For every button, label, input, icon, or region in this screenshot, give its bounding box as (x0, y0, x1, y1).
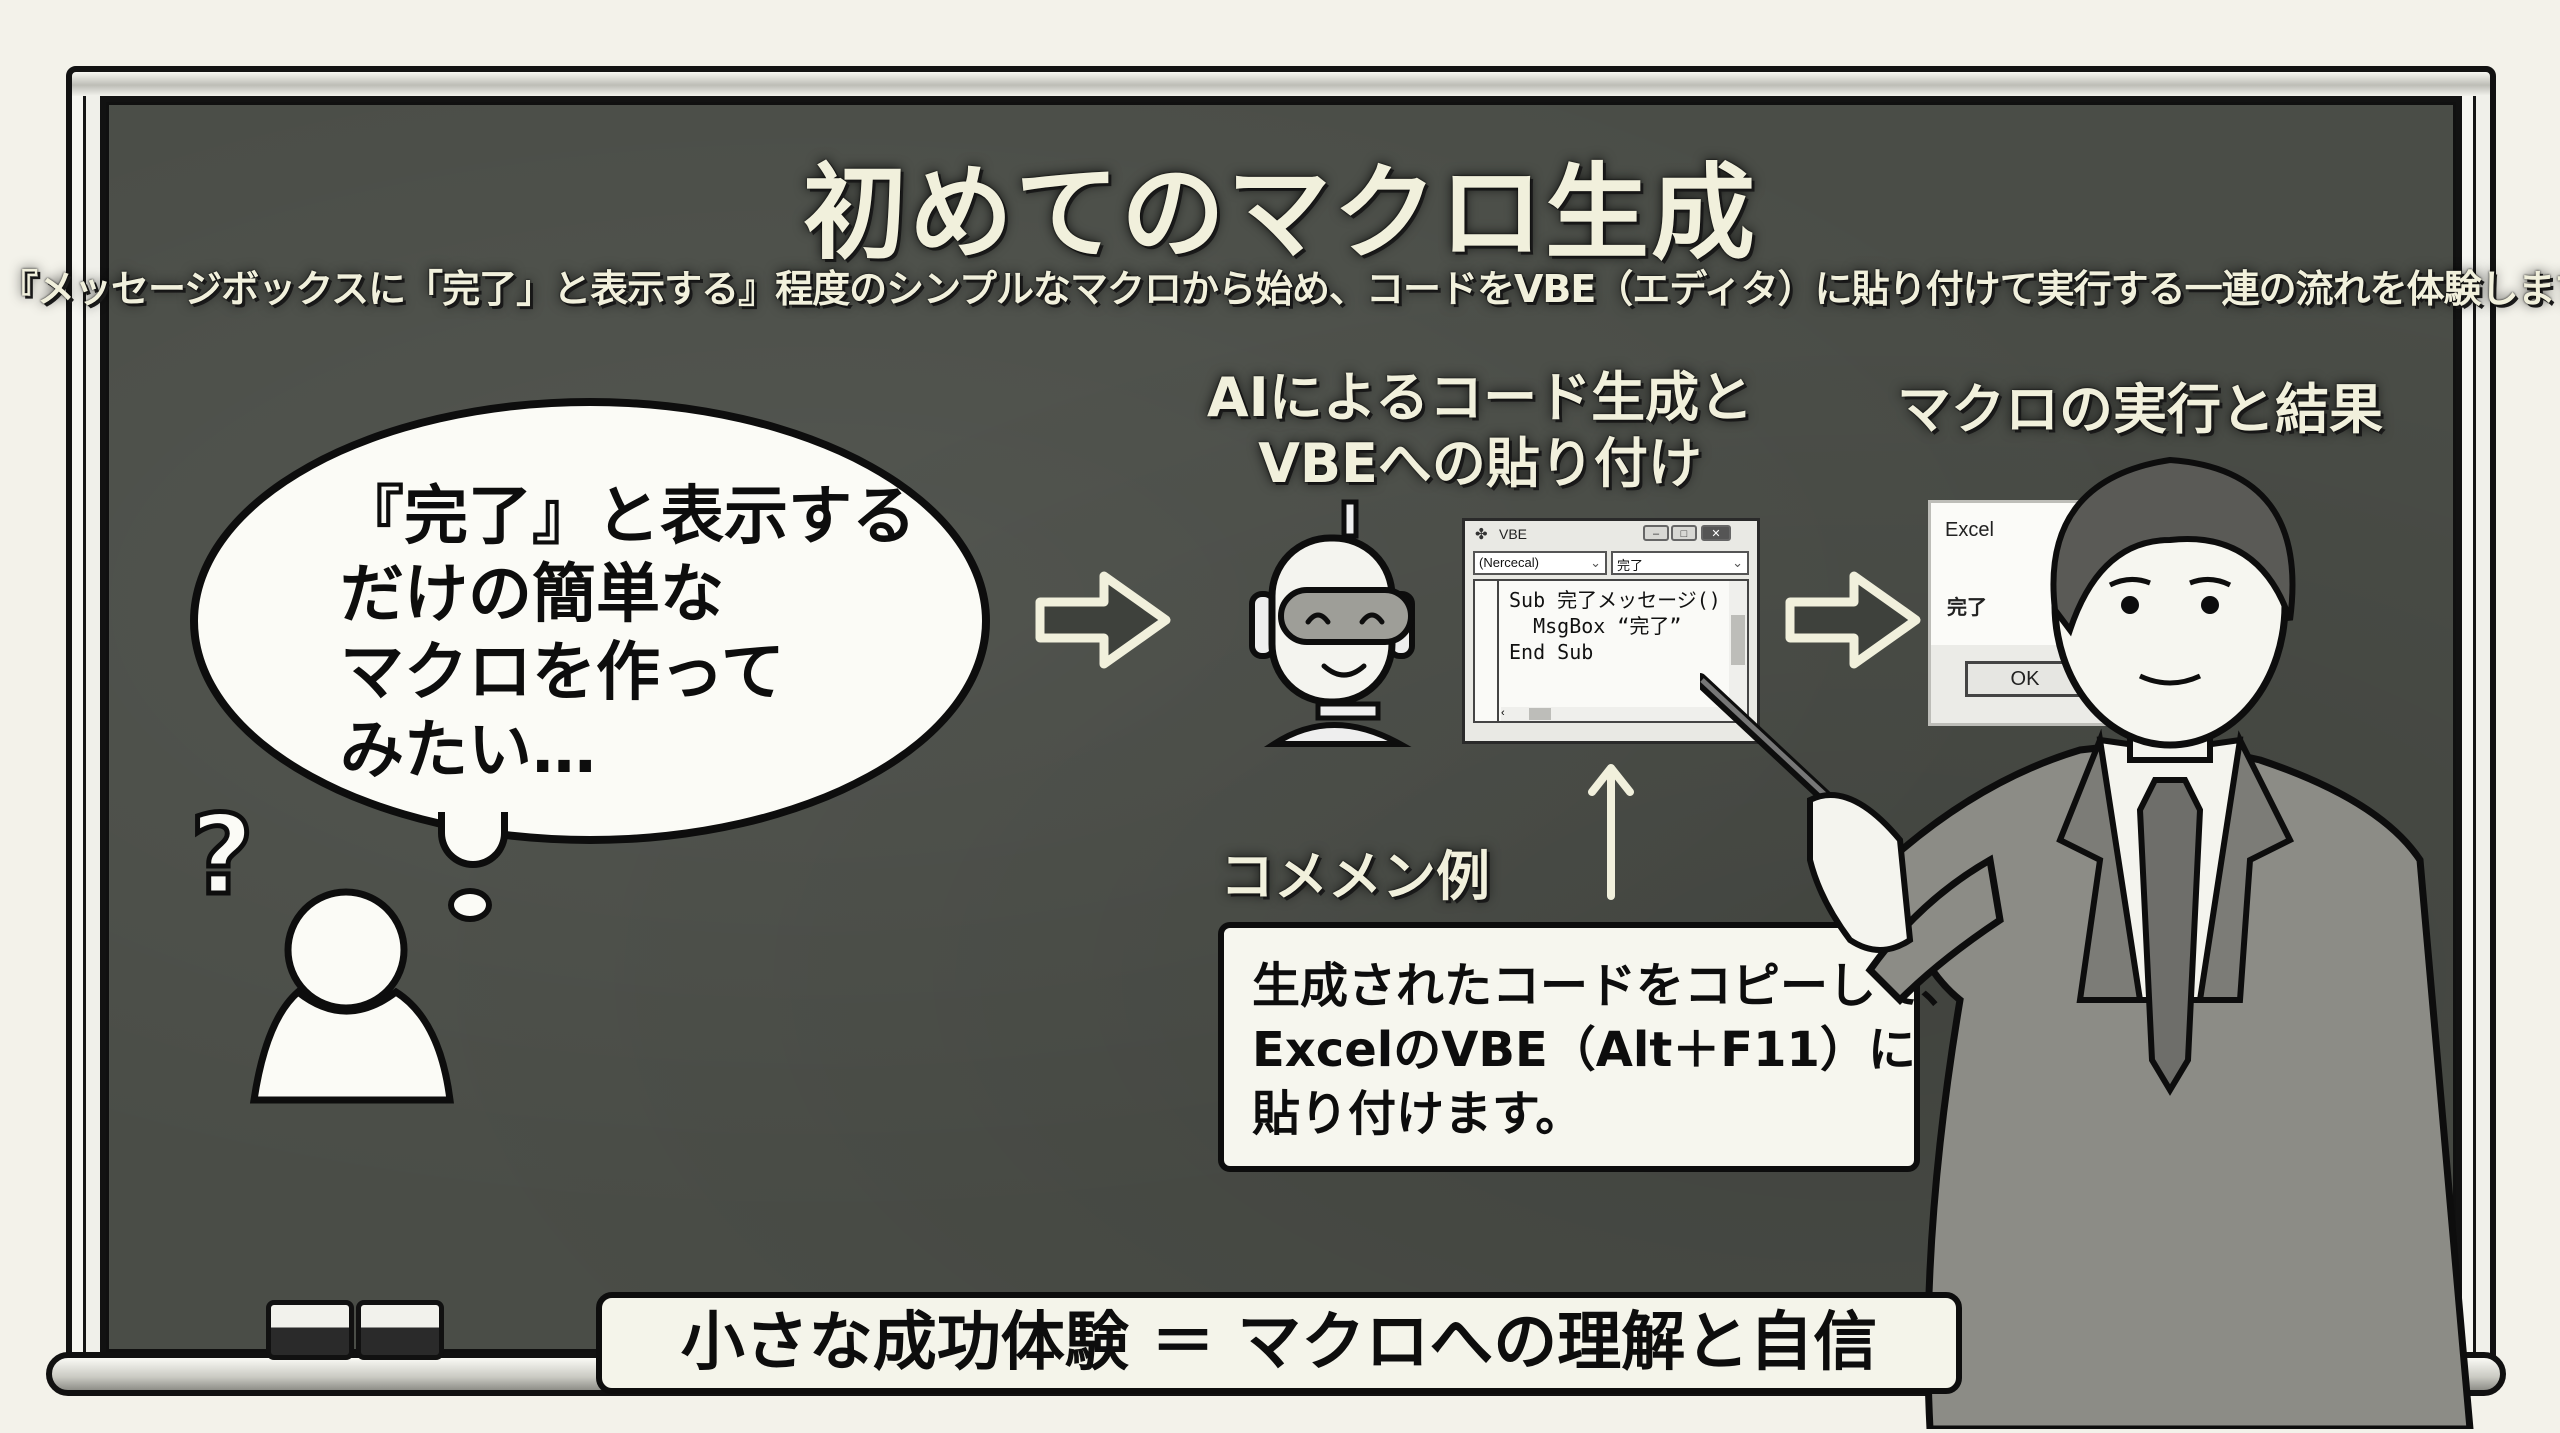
procedure-dropdown[interactable]: 完了 ⌄ (1611, 551, 1749, 575)
code-line: MsgBox “完了” (1509, 614, 1682, 638)
thought-bubble-text: 『完了』と表示する だけの簡単な マクロを作って みたい… (340, 478, 916, 790)
vbe-title: VBE (1499, 526, 1528, 542)
vbe-logo-icon: ✤ (1475, 526, 1488, 543)
robot-icon (1222, 498, 1442, 752)
horizontal-scrollbar[interactable]: ‹ (1501, 707, 1731, 721)
chevron-down-icon: ⌄ (1732, 555, 1743, 570)
bubble-line: みたい… (340, 714, 596, 788)
scroll-left-icon[interactable]: ‹ (1501, 707, 1505, 719)
scroll-thumb[interactable] (1731, 615, 1745, 665)
minimize-button[interactable]: – (1643, 525, 1669, 541)
thought-bubble-tail (438, 812, 508, 868)
chevron-down-icon: ⌄ (1590, 555, 1601, 570)
code-line: Sub 完了メッセージ() (1509, 588, 1721, 612)
comment-text: 生成されたコードをコピーして、 ExcelのVBE（Alt＋F11）に 貼り付け… (1252, 954, 1968, 1146)
thought-bubble (190, 398, 990, 844)
maximize-button[interactable]: □ (1671, 525, 1697, 541)
comment-box: 生成されたコードをコピーして、 ExcelのVBE（Alt＋F11）に 貼り付け… (1218, 922, 1968, 1172)
code-gutter (1475, 581, 1499, 721)
eraser-icon (356, 1300, 444, 1360)
user-silhouette-icon (236, 880, 466, 1114)
slide-subtitle: 『メッセージボックスに「完了」と表示する』程度のシンプルなマクロから始め、コード… (0, 267, 2560, 311)
bubble-line: 『完了』と表示する (340, 480, 916, 554)
board-frame-right (2456, 96, 2496, 1356)
scroll-thumb[interactable] (1529, 708, 1551, 720)
eraser-icon (266, 1300, 354, 1360)
chalkboard (104, 100, 2458, 1354)
procedure-dropdown-value: 完了 (1617, 558, 1644, 573)
summary-banner-text: 小さな成功体験 ＝ マクロへの理解と自信 (680, 1306, 1878, 1380)
comment-label: コメメン例 (1220, 845, 1490, 908)
question-mark-icon: ? (188, 791, 257, 919)
vbe-window: ✤ VBE – □ ✕ (Nercecal) ⌄ 完了 ⌄ Sub 完了メッセー… (1462, 518, 1760, 744)
vertical-scrollbar[interactable] (1729, 581, 1747, 721)
code-editor[interactable]: Sub 完了メッセージ() MsgBox “完了”End Sub ‹ (1473, 579, 1749, 723)
bubble-line: だけの簡単な (340, 558, 724, 632)
ai-heading-line: AIによるコード生成と (1206, 366, 1754, 429)
object-dropdown-value: (Nercecal) (1479, 555, 1539, 570)
slide-title: 初めてのマクロ生成 (802, 152, 1757, 274)
vbe-titlebar: ✤ VBE – □ ✕ (1465, 521, 1757, 549)
ai-heading-line: VBEへの貼り付け (1258, 432, 1702, 495)
board-frame-top (66, 66, 2496, 102)
msgbox-title: Excel (1945, 519, 1994, 541)
object-dropdown[interactable]: (Nercecal) ⌄ (1473, 551, 1607, 575)
arrow-up-icon (1588, 760, 1634, 900)
arrow-right-icon (1034, 568, 1174, 672)
board-frame-left (66, 96, 106, 1356)
arrow-right-icon (1784, 568, 1924, 672)
bubble-line: マクロを作って (340, 636, 785, 710)
comment-line: ExcelのVBE（Alt＋F11）に (1252, 1022, 1916, 1078)
presenter-illustration (1693, 440, 2520, 1433)
thought-bubble-dot (448, 888, 492, 922)
close-button[interactable]: ✕ (1701, 525, 1731, 541)
ai-section-heading: AIによるコード生成と VBEへの貼り付け (1180, 365, 1780, 497)
comment-line: 生成されたコードをコピーして、 (1252, 958, 1969, 1014)
result-section-heading: マクロの実行と結果 (1897, 378, 2383, 441)
code-lines: Sub 完了メッセージ() MsgBox “完了”End Sub (1509, 587, 1721, 665)
msgbox-message: 完了 (1947, 597, 1987, 619)
code-line: End Sub (1509, 640, 1594, 664)
summary-banner: 小さな成功体験 ＝ マクロへの理解と自信 (596, 1292, 1962, 1394)
comment-line: 貼り付けます。 (1252, 1086, 1584, 1142)
